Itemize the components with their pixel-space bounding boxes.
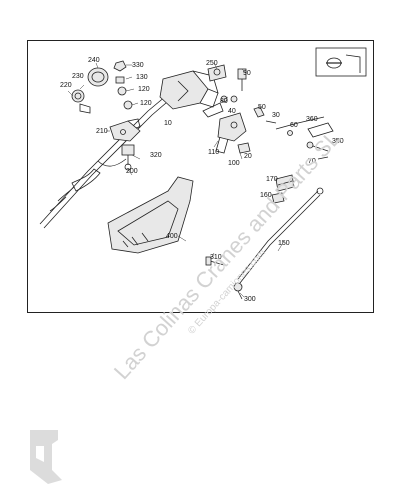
part-label-350: 350: [332, 138, 344, 145]
bolt-parts: [306, 141, 329, 160]
small-fasteners: [113, 60, 141, 130]
part-label-160: 160: [260, 192, 272, 199]
part-number-labels: 240 230 220 330 130 120 120 250 90 80 40…: [60, 57, 344, 303]
ring-parts: [71, 67, 109, 114]
steering-column-exploded-diagram: 240 230 220 330 130 120 120 250 90 80 40…: [39, 47, 367, 303]
rubber-boots: [271, 174, 295, 204]
part-label-250: 250: [206, 60, 218, 67]
part-label-170: 170: [266, 176, 278, 183]
flange-part: [207, 64, 227, 82]
part-label-210: 210: [96, 128, 108, 135]
part-label-60: 60: [290, 122, 298, 129]
part-label-220: 220: [60, 82, 72, 89]
column-gear-housing: [159, 70, 224, 118]
part-label-320: 320: [150, 152, 162, 159]
part-label-360: 360: [306, 116, 318, 123]
part-label-130: 130: [136, 74, 148, 81]
part-label-200: 200: [126, 168, 138, 175]
ball-joint: [233, 282, 243, 300]
part-label-330: 330: [132, 62, 144, 69]
part-label-90: 90: [243, 70, 251, 77]
part-label-230: 230: [72, 73, 84, 80]
part-label-40: 40: [228, 108, 236, 115]
drag-rod: [237, 187, 324, 284]
part-label-110: 110: [208, 149, 219, 156]
part-label-10: 10: [164, 120, 172, 127]
watermark-logo-icon: [30, 430, 62, 484]
part-label-100: 100: [228, 160, 240, 167]
switch-bracket: [215, 112, 251, 154]
column-cover: [107, 176, 194, 254]
part-label-70: 70: [308, 158, 316, 165]
linkage-parts: [220, 68, 334, 138]
mounting-bracket: [109, 120, 141, 142]
part-label-240: 240: [88, 57, 100, 64]
parts-diagram-frame: 240 230 220 330 130 120 120 250 90 80 40…: [27, 40, 374, 313]
part-label-20: 20: [244, 153, 252, 160]
part-label-50: 50: [258, 104, 266, 111]
part-label-300: 300: [244, 296, 256, 303]
part-label-80: 80: [220, 98, 228, 105]
part-label-120b: 120: [140, 100, 152, 107]
universal-joint: [121, 144, 135, 171]
part-label-30: 30: [272, 112, 280, 119]
part-label-150: 150: [278, 240, 290, 247]
part-label-400: 400: [166, 233, 178, 240]
bolt-310: [205, 256, 225, 266]
part-label-310: 310: [210, 254, 222, 261]
orientation-icon: [315, 47, 367, 77]
leader-lines: [67, 62, 285, 298]
part-label-120a: 120: [138, 86, 150, 93]
